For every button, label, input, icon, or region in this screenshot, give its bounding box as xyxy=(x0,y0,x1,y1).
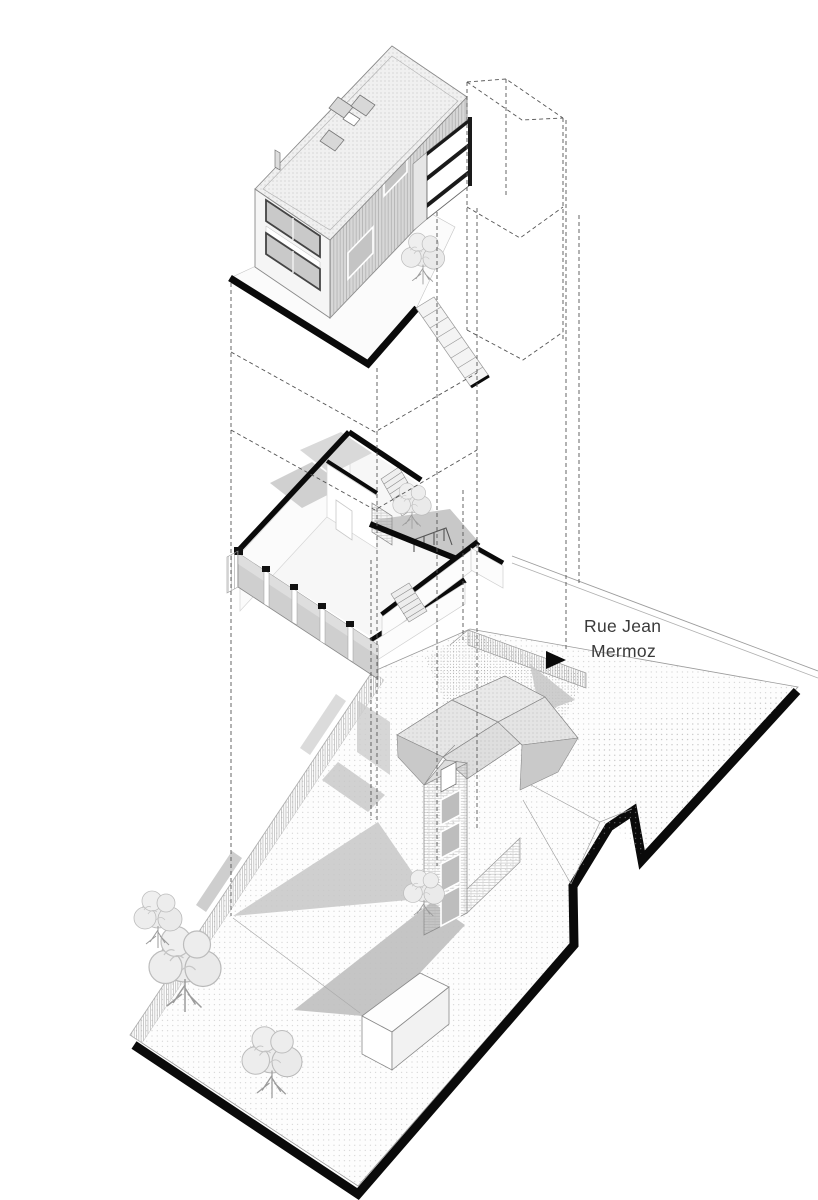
plan-stair-lower xyxy=(390,582,428,623)
balcony-slabs xyxy=(427,117,472,208)
wall-partition xyxy=(325,459,379,495)
mullions xyxy=(263,569,354,663)
upper-level xyxy=(228,45,564,389)
street-direction-arrow-icon xyxy=(546,651,566,669)
interior-door xyxy=(335,499,353,541)
terrace-edge xyxy=(228,275,420,369)
side-wall xyxy=(466,837,521,914)
neighbor-envelope-dashed xyxy=(466,78,564,361)
terrace-stair xyxy=(415,296,490,389)
sw-windows xyxy=(265,198,321,292)
street-annotation: Rue Jean Mermoz xyxy=(546,616,661,669)
mullion-caps xyxy=(234,547,354,627)
shadow-column xyxy=(357,700,390,775)
dormer-window xyxy=(440,761,457,793)
skylights xyxy=(319,94,376,152)
street xyxy=(511,555,818,679)
lawn-edge-line xyxy=(232,917,361,1014)
projection-lines xyxy=(230,120,580,916)
wall-ne xyxy=(347,429,423,483)
facade-windows xyxy=(440,788,461,928)
floor-plan-level xyxy=(226,429,505,680)
street-far-curb-line xyxy=(511,555,818,672)
se-window-2 xyxy=(347,225,374,281)
courtyard-paving-east xyxy=(574,691,792,878)
roof-unit xyxy=(342,111,361,127)
shadow-wide xyxy=(294,902,465,1016)
glazed-wall xyxy=(226,547,379,680)
volume-connector-lower xyxy=(230,429,478,511)
shadow-small xyxy=(322,762,385,812)
garage-box xyxy=(361,972,450,1071)
wall-patio-sw xyxy=(368,521,464,564)
chimney xyxy=(274,149,281,171)
house-sw-facade xyxy=(254,188,331,319)
stair-tower xyxy=(412,117,472,232)
site-level xyxy=(129,555,818,1200)
house-roof xyxy=(254,45,468,241)
street-far-curb-line2 xyxy=(511,562,818,679)
shadow-long xyxy=(233,822,430,916)
street-name-line1: Rue Jean xyxy=(584,616,661,636)
e-parapet-face xyxy=(470,547,504,589)
wall-end-cut xyxy=(226,550,239,594)
existing-building-facade xyxy=(423,759,521,936)
existing-building-roof xyxy=(396,675,579,791)
patio-floor xyxy=(374,509,477,558)
patio-railing xyxy=(407,527,453,552)
partition-wall-face xyxy=(326,463,378,550)
volume-connector-upper xyxy=(230,351,478,433)
wall-nw xyxy=(235,430,352,553)
cast-shadows xyxy=(233,664,575,1016)
street-name-line2: Mermoz xyxy=(591,641,656,661)
